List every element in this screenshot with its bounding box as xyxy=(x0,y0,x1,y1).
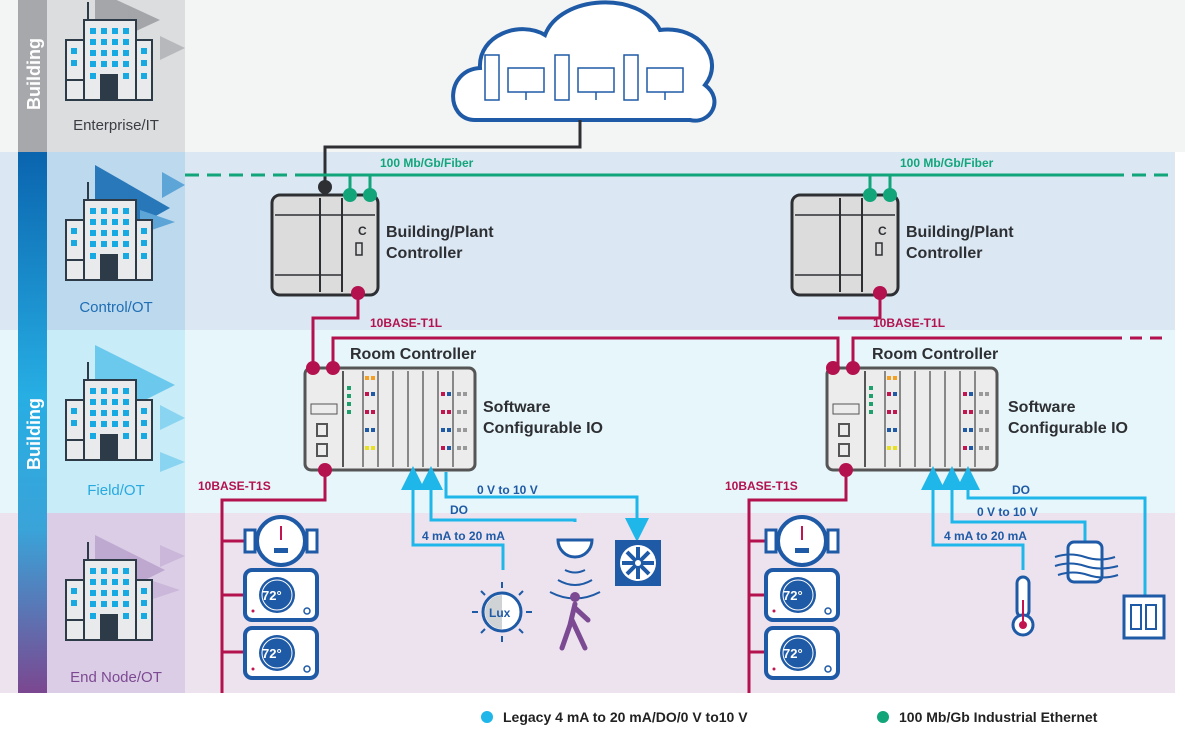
fiber-label-left: 100 Mb/Gb/Fiber xyxy=(380,156,474,170)
tier-label-field: Field/OT xyxy=(87,482,145,499)
signal-label-analog-in-right: 4 mA to 20 mA xyxy=(944,529,1027,543)
plant-controller-label-right-2: Controller xyxy=(906,245,982,262)
signal-label-analog-out-left: 0 V to 10 V xyxy=(477,483,538,497)
room-controller-right xyxy=(825,366,999,472)
t1l-label-left: 10BASE-T1L xyxy=(370,316,442,330)
room-controller-label-right: Room Controller xyxy=(872,346,998,363)
room-controller-left xyxy=(303,366,477,472)
occupancy-sensor-icon xyxy=(549,538,601,651)
lux-label: Lux xyxy=(489,606,511,620)
t1l-label-right: 10BASE-T1L xyxy=(873,316,945,330)
thermostat-reading: 72° xyxy=(262,646,282,661)
signal-label-analog-out-right: 0 V to 10 V xyxy=(977,505,1038,519)
legend-label-ethernet: 100 Mb/Gb Industrial Ethernet xyxy=(899,709,1098,725)
signal-label-analog-in-left: 4 mA to 20 mA xyxy=(422,529,505,543)
plant-controller-left xyxy=(270,193,380,297)
plant-controller-label-left-1: Building/Plant xyxy=(386,224,494,241)
legend-swatch-legacy xyxy=(481,711,493,723)
thermostat-reading: 72° xyxy=(783,646,803,661)
signal-label-do-right: DO xyxy=(1012,483,1030,497)
plant-controller-right xyxy=(790,193,900,297)
io-label-left-2: Configurable IO xyxy=(483,420,603,437)
io-label-left-1: Software xyxy=(483,399,551,416)
t1s-label-right: 10BASE-T1S xyxy=(725,479,798,493)
legend-label-legacy: Legacy 4 mA to 20 mA/DO/0 V to10 V xyxy=(503,709,748,725)
light-switch-icon xyxy=(1122,594,1166,640)
fiber-label-right: 100 Mb/Gb/Fiber xyxy=(900,156,994,170)
tier-label-endnode: End Node/OT xyxy=(70,669,162,686)
band-label-main: Building xyxy=(24,398,44,470)
signal-label-do-left: DO xyxy=(450,503,468,517)
plant-controller-label-right-1: Building/Plant xyxy=(906,224,1014,241)
humidity-sensor-icon xyxy=(1054,540,1119,584)
legend-swatch-ethernet xyxy=(877,711,889,723)
t1s-label-left: 10BASE-T1S xyxy=(198,479,271,493)
tier-label-enterprise: Enterprise/IT xyxy=(73,117,159,134)
io-label-right-2: Configurable IO xyxy=(1008,420,1128,437)
room-controller-label-left: Room Controller xyxy=(350,346,476,363)
band-label-top: Building xyxy=(24,38,44,110)
lux-sensor-icon: Lux xyxy=(472,582,532,642)
temperature-sensor-icon xyxy=(1011,575,1035,637)
svg-text:Building: Building xyxy=(24,398,44,470)
svg-text:Building: Building xyxy=(24,38,44,110)
thermostat-reading: 72° xyxy=(262,588,282,603)
cloud-servers-icon xyxy=(451,0,717,123)
fan-icon xyxy=(615,540,661,586)
io-label-right-1: Software xyxy=(1008,399,1076,416)
thermostat-reading: 72° xyxy=(783,588,803,603)
tier-label-control: Control/OT xyxy=(79,299,152,316)
legend: Legacy 4 mA to 20 mA/DO/0 V to10 V 100 M… xyxy=(481,709,1098,725)
plant-controller-label-left-2: Controller xyxy=(386,245,462,262)
